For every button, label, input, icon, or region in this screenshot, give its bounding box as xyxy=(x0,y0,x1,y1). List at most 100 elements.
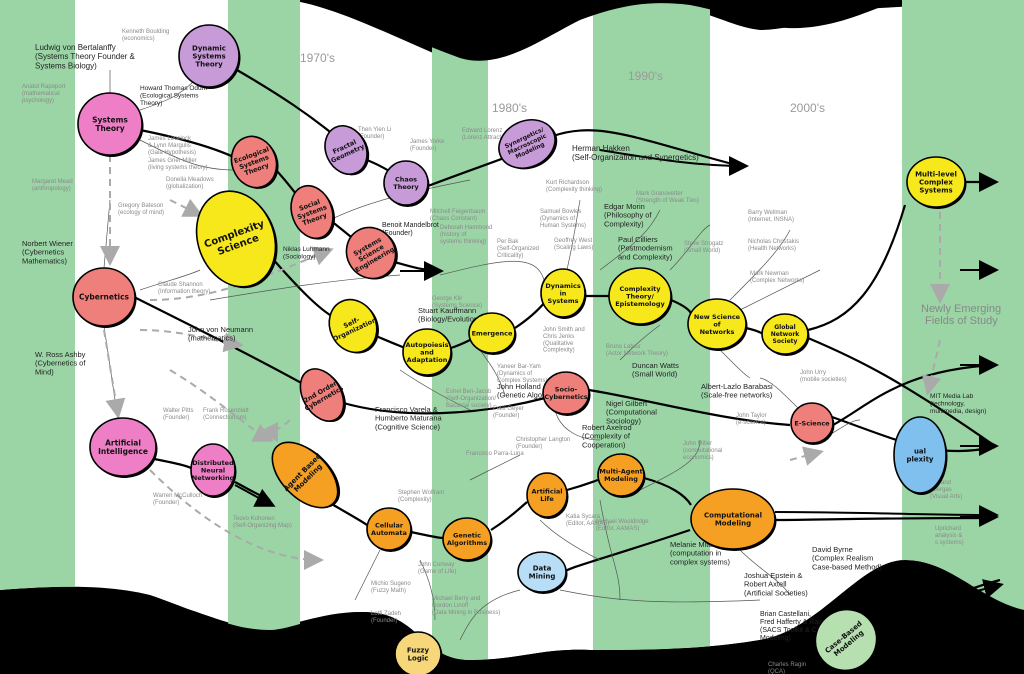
person-yorke: James Yorke(Founder) xyxy=(410,139,445,152)
person-label-line: (Philosophy of xyxy=(604,211,652,220)
person-geyer: Felix Geyer(Founder) xyxy=(493,406,524,419)
person-label-line: (Self-Organizing Map) xyxy=(233,523,292,529)
person-label-line: Niklas Luhmann xyxy=(283,246,330,253)
person-connector xyxy=(729,229,791,301)
person-connector xyxy=(669,224,711,271)
person-connector xyxy=(759,377,801,411)
person-label-line: (Small World) xyxy=(632,370,678,379)
person-label-line: (computation in xyxy=(670,549,721,558)
node-label: Modeling xyxy=(604,475,638,483)
node-label: Algorithms xyxy=(447,539,487,547)
node-label: Network xyxy=(771,331,801,338)
node-label: Complexity xyxy=(619,285,661,293)
person-label-line: Human Systems) xyxy=(540,223,586,229)
person-label-line: (e-science) xyxy=(736,420,766,426)
person-label-line: (economics) xyxy=(122,36,155,42)
person-connector xyxy=(554,409,601,441)
person-kauffman: Stuart Kauffmann(Biology/Evolution) xyxy=(418,306,481,324)
node-socio-cybernetics[interactable]: Socio-Cybernetics xyxy=(542,371,591,416)
person-label-line: Ludwig von Bertalanffy xyxy=(35,43,116,52)
person-odum: Howard Thomas Odum(Ecological SystemsThe… xyxy=(140,85,207,107)
person-mead: Margaret Mead(anthropology) xyxy=(32,179,73,192)
person-label-line: (Complexity of xyxy=(582,432,631,441)
person-label-line: Joshua Epstein & xyxy=(744,571,802,580)
trend-arrow xyxy=(599,149,749,176)
person-label-line: Benoit Mandelbrot xyxy=(382,222,439,229)
node-bubble xyxy=(468,312,516,354)
field-connector xyxy=(339,396,546,415)
person-wellman: Barry Wellman(Internet, INSNA) xyxy=(748,210,794,223)
person-label-line: (Connectionism) xyxy=(203,415,247,421)
person-label-line: (Computational xyxy=(606,408,657,417)
person-label-line: Nicholas Christakis xyxy=(748,239,799,245)
person-bateson: Gregory Bateson(ecology of mind) xyxy=(118,203,164,216)
person-label-line: Norbert Wiener xyxy=(22,239,73,248)
person-label-line: (globalization) xyxy=(166,184,203,190)
node-bubble xyxy=(324,125,368,175)
person-label-line: Theory) xyxy=(140,100,162,107)
person-rosenblatt: Frank Rosenblatt(Connectionism) xyxy=(203,408,249,421)
person-label-line: Criticality) xyxy=(497,253,523,259)
person-label-line: MIT Media Lab xyxy=(930,393,974,400)
node-bubble xyxy=(790,402,834,444)
person-label-line: Katia Sycara xyxy=(566,514,601,520)
person-label-line: Warren McCulloch xyxy=(153,493,202,499)
person-miller: James Grier Miller(living systems theory… xyxy=(148,158,208,171)
node-bubble xyxy=(195,190,277,288)
person-shannon: Claude Shannon(Information theory) xyxy=(158,282,210,295)
node-emergence[interactable]: Emergence xyxy=(468,312,517,355)
node-label: Logic xyxy=(408,654,429,662)
person-connector xyxy=(399,369,471,411)
person-label-line: (Editor, AAMAS) xyxy=(596,526,639,532)
node-bubble xyxy=(89,417,157,477)
field-nodes: SystemsTheoryCyberneticsArtificialIntell… xyxy=(72,24,967,674)
person-label-line: Fred Hafferty & Rajeev Rajaram xyxy=(760,619,860,626)
person-label-line: Mind) xyxy=(35,367,54,376)
node-cybernetics[interactable]: Cybernetics xyxy=(72,267,137,328)
person-label-line: (Small World) xyxy=(684,248,720,254)
person-label-line: (Artificial Societies) xyxy=(744,588,808,597)
person-label-line: Christopher Langton xyxy=(516,437,570,443)
person-label-line: (Genetic Algorithms) xyxy=(497,391,565,400)
node-label: Intelligence xyxy=(98,447,148,456)
node-self-organization[interactable]: Self-Organization xyxy=(320,291,387,362)
node-e-science[interactable]: E-Science xyxy=(790,402,835,445)
node-label: Global xyxy=(774,324,796,331)
person-connector xyxy=(639,439,701,491)
node-bubble xyxy=(383,160,429,206)
node-label: Networks xyxy=(700,328,735,336)
node-bubble xyxy=(597,453,645,497)
person-ragin: Charles Ragin(QCA) xyxy=(768,662,806,674)
person-label-line: (history of xyxy=(440,232,467,238)
person-connector xyxy=(139,269,201,291)
node-label: Multi-Agent xyxy=(599,468,642,476)
